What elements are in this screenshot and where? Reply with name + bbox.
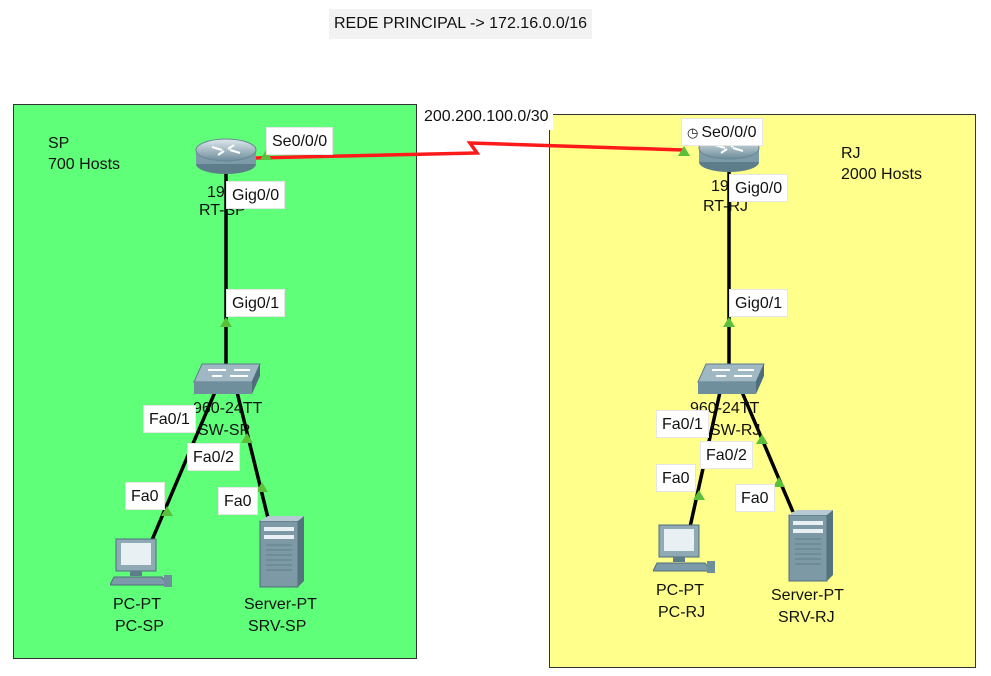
wan-network-note[interactable]: 200.200.100.0/30 (420, 103, 553, 130)
area-rj-hosts: 2000 Hosts (841, 166, 922, 183)
link-up-indicator (756, 434, 768, 444)
port-label-rj-srv-fa0: Fa0 (735, 484, 775, 512)
router-rj-name: RT-RJ (703, 198, 749, 215)
clock-icon: ◷ (687, 125, 699, 140)
switch-icon (193, 363, 261, 394)
server-sp-model: Server-PT (244, 596, 317, 613)
pc-pc-rj[interactable] (653, 523, 719, 575)
area-sp-hosts: 700 Hosts (48, 156, 121, 173)
switch-icon (697, 363, 765, 394)
port-label-sp-gig01: Gig0/1 (226, 289, 286, 317)
switch-rj-name: SW-RJ (710, 422, 761, 439)
link-up-indicator (678, 146, 690, 156)
link-up-indicator (693, 490, 705, 500)
port-label-sp-fa01: Fa0/1 (143, 405, 196, 433)
switch-sp-name: SW-SP (198, 422, 251, 439)
link-up-indicator (161, 506, 173, 516)
port-label-sp-gig00: Gig0/0 (226, 181, 286, 209)
router-rj-model: 19 (711, 178, 729, 195)
link-up-indicator (241, 433, 253, 443)
router-rt-sp[interactable] (194, 136, 258, 176)
link-up-indicator (723, 317, 735, 327)
pc-pc-sp[interactable] (110, 537, 176, 589)
port-label-rj-se000-text: Se0/0/0 (701, 124, 757, 141)
port-label-rj-pc-fa0: Fa0 (656, 464, 696, 492)
link-up-indicator (260, 150, 272, 160)
port-label-rj-fa01: Fa0/1 (656, 410, 709, 438)
switch-sw-rj[interactable] (696, 362, 766, 396)
router-sp-model: 19 (207, 184, 225, 201)
server-icon (788, 510, 833, 582)
pc-rj-model: PC-PT (656, 582, 704, 599)
link-up-indicator (220, 317, 232, 327)
pc-sp-model: PC-PT (113, 596, 161, 613)
pc-sp-name: PC-SP (115, 618, 164, 635)
port-label-rj-se000: ◷Se0/0/0 (681, 118, 763, 146)
port-label-sp-srv-fa0: Fa0 (218, 487, 258, 515)
switch-sw-sp[interactable] (192, 362, 262, 396)
server-sp-name: SRV-SP (248, 618, 307, 635)
pc-rj-name: PC-RJ (658, 604, 706, 621)
server-rj-model: Server-PT (771, 587, 844, 604)
link-status-indicators (161, 146, 785, 516)
router-icon (195, 138, 257, 174)
pc-icon (653, 524, 715, 573)
area-sp-name: SP (48, 135, 70, 152)
link-up-indicator (256, 482, 268, 492)
port-label-rj-gig00: Gig0/0 (729, 174, 789, 202)
link-sw-sp-srv-sp (235, 391, 270, 519)
link-sw-rj-srv-rj (740, 391, 795, 513)
server-srv-rj[interactable] (787, 509, 835, 583)
port-label-sp-fa02: Fa0/2 (187, 443, 240, 471)
area-rj[interactable] (549, 114, 976, 668)
port-label-rj-gig01: Gig0/1 (729, 289, 789, 317)
server-rj-name: SRV-RJ (778, 609, 835, 626)
serial-link (252, 141, 684, 160)
link-up-indicator (773, 477, 785, 487)
switch-sp-model: 960-24TT (193, 400, 263, 417)
main-network-note[interactable]: REDE PRINCIPAL -> 172.16.0.0/16 (329, 9, 593, 39)
port-label-sp-pc-fa0: Fa0 (125, 482, 165, 510)
port-label-sp-se000: Se0/0/0 (266, 127, 334, 155)
port-label-rj-fa02: Fa0/2 (700, 441, 753, 469)
server-icon (259, 516, 304, 588)
area-rj-name: RJ (841, 145, 861, 162)
server-srv-sp[interactable] (258, 515, 306, 589)
pc-icon (110, 538, 172, 587)
